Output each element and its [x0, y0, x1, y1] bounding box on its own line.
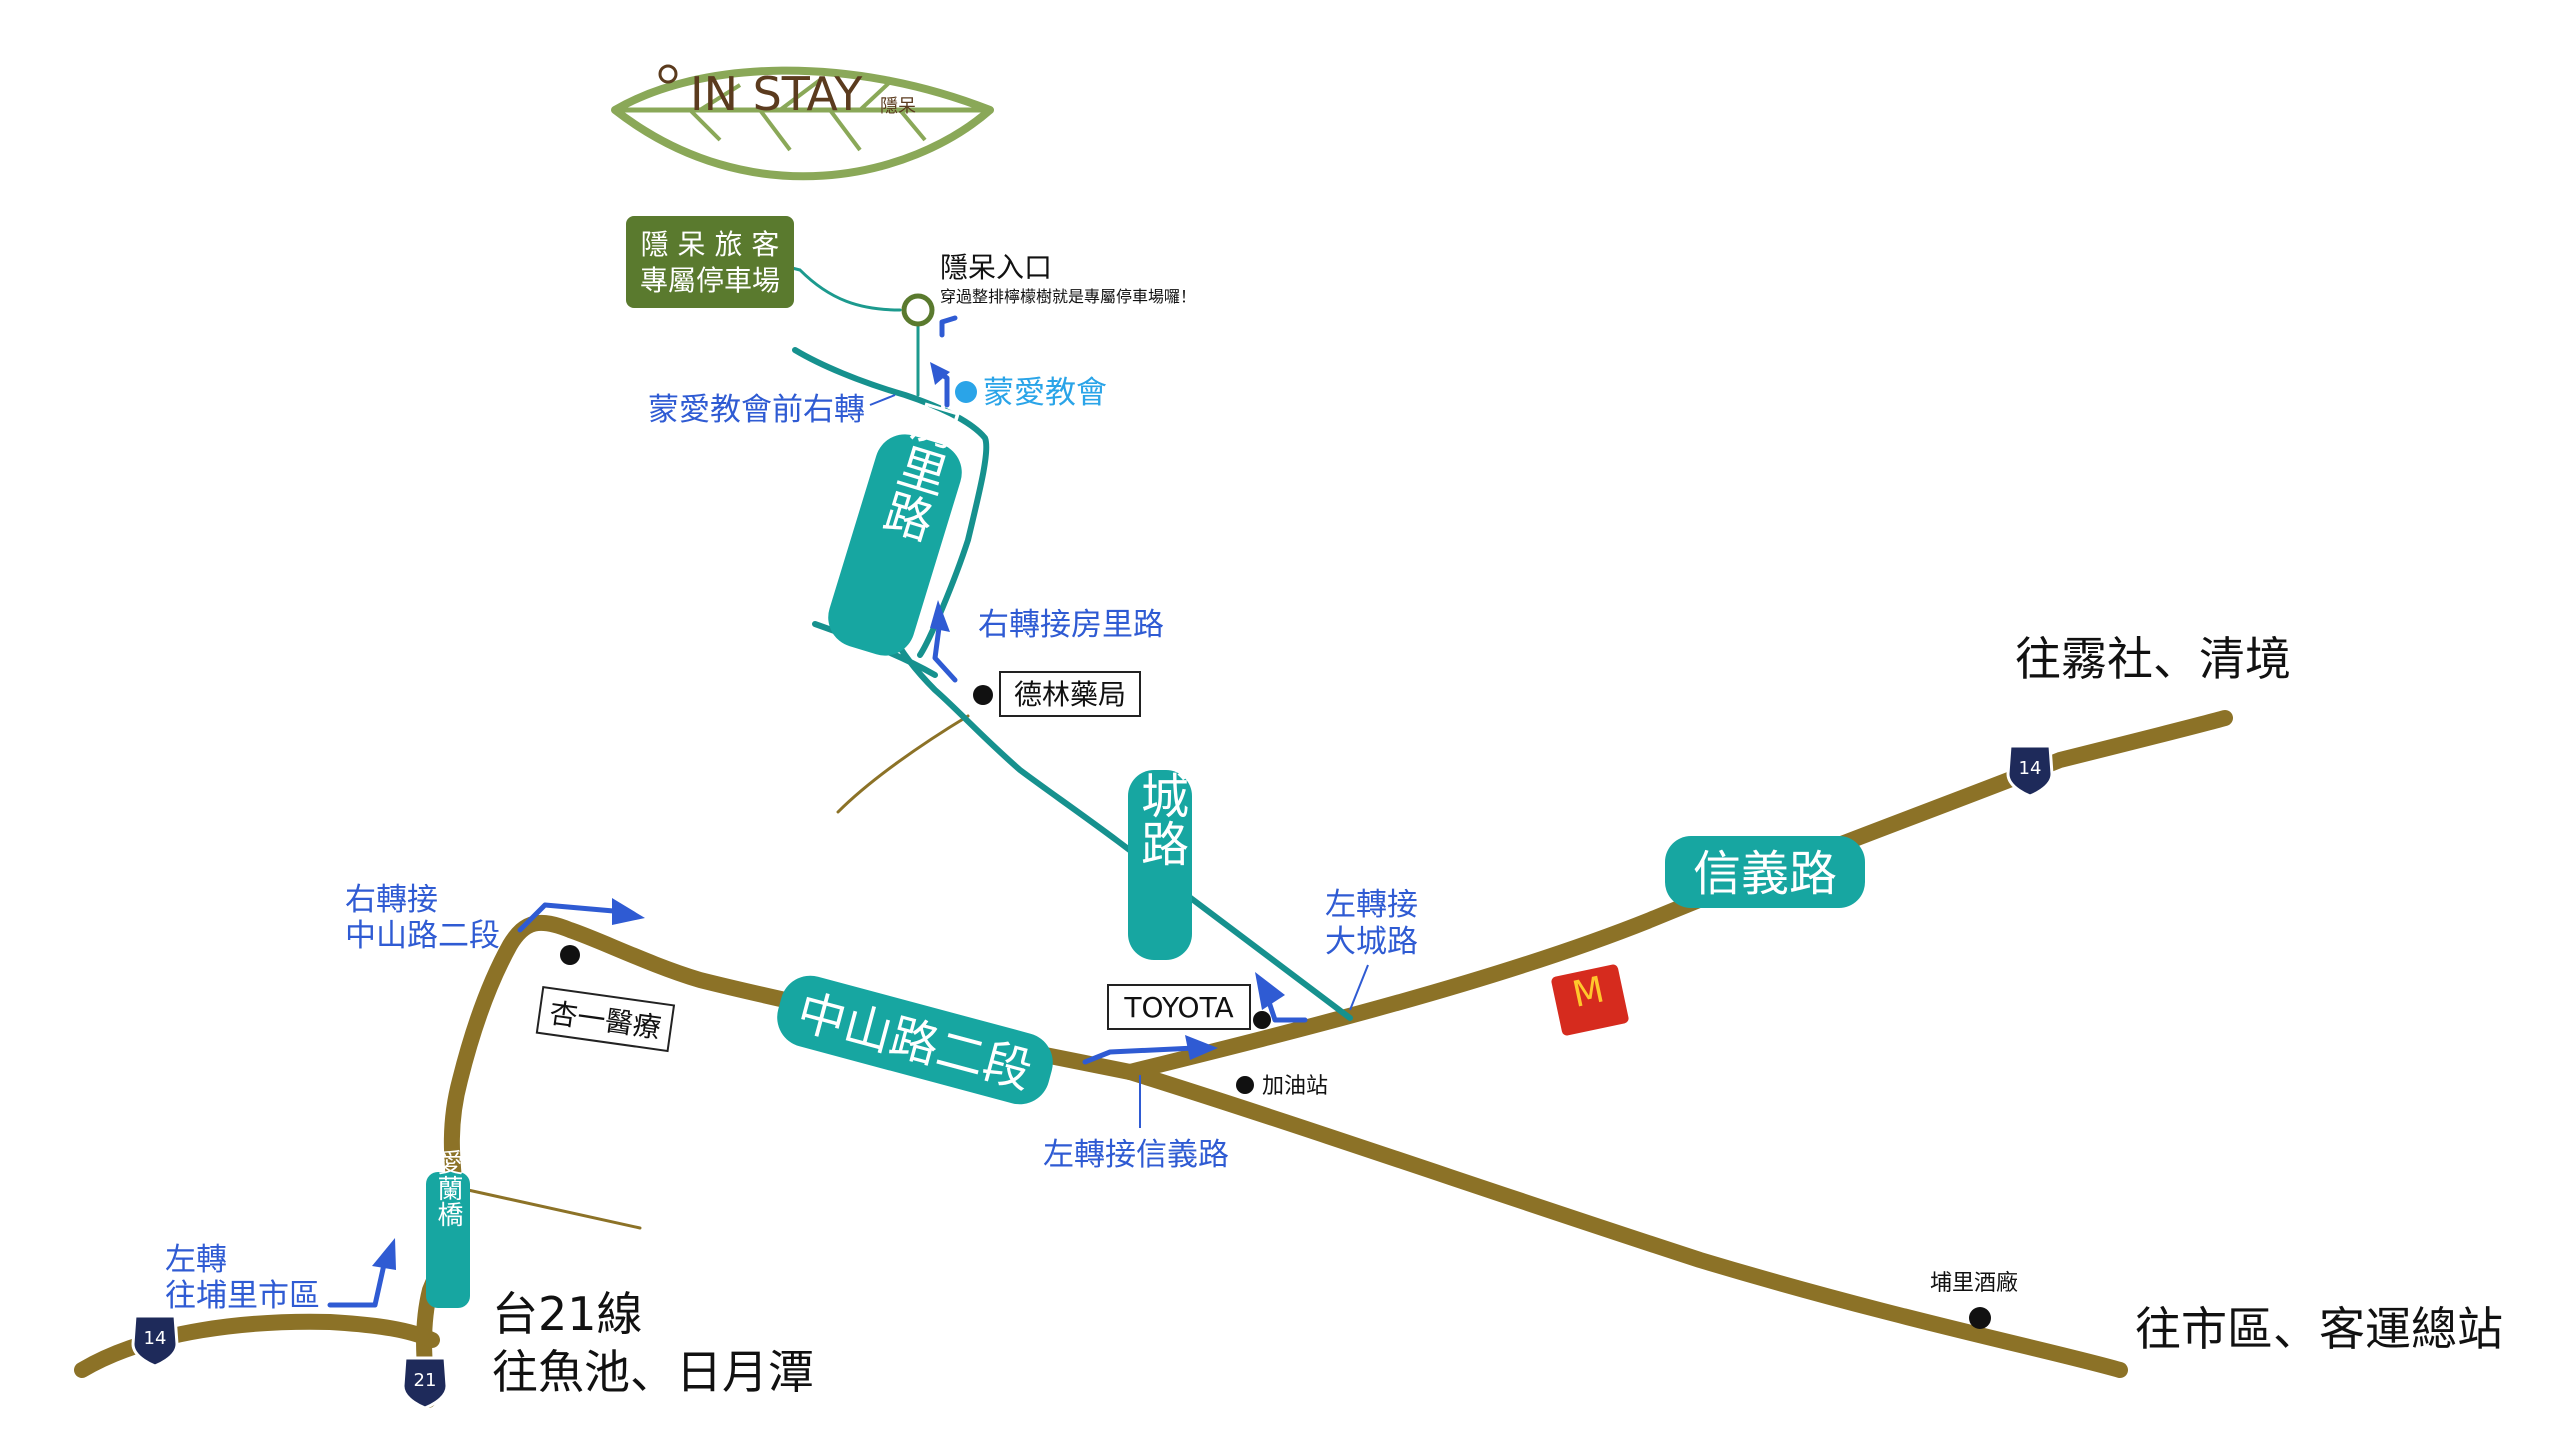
turn-right-arrow-icon	[939, 315, 958, 338]
church: 蒙愛教會 蒙愛教會前右轉	[648, 362, 1107, 428]
gas-station-label: 加油站	[1262, 1074, 1328, 1099]
puli-turn: 左轉 往埔里市區	[165, 1238, 396, 1314]
pharmacy-dot-icon	[973, 685, 993, 705]
clinic-dot-icon	[560, 945, 580, 965]
entrance-note: 穿過整排檸檬樹就是專屬停車場囉！	[940, 287, 1196, 306]
road-labels: 房里路 大城路 中山路二段 信義路 愛蘭橋	[426, 391, 1865, 1308]
shield-route14-left: 14	[131, 1314, 179, 1368]
direction-xinyi-left: 左轉接信義路	[1043, 1137, 1229, 1173]
instay-logo: IN STAY 隱呆	[611, 64, 994, 181]
gas-station: 加油站	[1236, 1074, 1328, 1099]
zhongshan-turn-arrow-icon	[517, 902, 628, 933]
entrance-marker-icon	[901, 293, 935, 327]
gas-station-dot-icon	[1236, 1076, 1254, 1094]
mcdonalds-logo-icon	[1551, 964, 1629, 1036]
xinyi-turn-arrow-icon	[1082, 1045, 1198, 1065]
dacheng-turn: 左轉接 大城路	[1255, 887, 1418, 1023]
parking: 隱 呆 旅 客 專屬停車場	[626, 216, 794, 308]
winery: 埔里酒廠	[1930, 1271, 2018, 1329]
direction-dacheng-left-1: 左轉接	[1325, 887, 1418, 923]
label-dacheng: 大城路	[1132, 723, 1188, 867]
shield-route14-top: 14	[2006, 744, 2054, 798]
direction-puli-left-2: 往埔里市區	[165, 1278, 320, 1314]
destination-yuchi: 往魚池、日月潭	[492, 1345, 814, 1399]
pharmacy-label: 德林藥局	[1014, 678, 1126, 711]
direction-zhongshan-right-1: 右轉接	[345, 882, 438, 918]
winery-dot-icon	[1969, 1307, 1991, 1329]
direction-fangli-right: 右轉接房里路	[978, 607, 1164, 643]
toyota: TOYOTA	[1107, 984, 1271, 1030]
fangli-turn: 右轉接房里路	[930, 600, 1164, 683]
puli-turn-arrow-icon	[327, 1257, 388, 1308]
pharmacy: 德林藥局	[973, 671, 1141, 717]
road-dacheng	[890, 632, 1353, 1021]
destination-route21: 台21線	[492, 1287, 643, 1341]
parking-label-1: 隱 呆 旅 客	[641, 228, 780, 261]
direction-zhongshan-right-2: 中山路二段	[345, 918, 500, 954]
svg-text:21: 21	[414, 1370, 437, 1391]
destination-wushe: 往霧社、清境	[2015, 632, 2291, 686]
lane-to-parking	[790, 266, 902, 312]
fangli-turn-arrow-icon	[932, 617, 958, 683]
destinations: 往霧社、清境 往市區、客運總站 台21線 往魚池、日月潭	[492, 632, 2503, 1399]
svg-text:14: 14	[2019, 758, 2042, 779]
shield-route21: 21	[401, 1356, 449, 1410]
logo-name: IN STAY	[690, 67, 863, 121]
road-to-city	[1122, 1064, 2128, 1378]
road-fangli	[792, 347, 990, 658]
side-street-north	[836, 714, 970, 814]
label-zhongshan: 中山路二段	[791, 984, 1037, 1100]
winery-label: 埔里酒廠	[1930, 1271, 2018, 1296]
parking-sign	[626, 216, 794, 308]
label-xinyi: 信義路	[1693, 846, 1837, 902]
toyota-label: TOYOTA	[1123, 991, 1233, 1024]
parking-label-2: 專屬停車場	[640, 264, 780, 297]
mcdonalds: M	[1551, 964, 1629, 1036]
entrance: 隱呆入口 穿過整排檸檬樹就是專屬停車場囉！	[901, 251, 1196, 338]
church-label: 蒙愛教會	[983, 375, 1107, 411]
route21-shield-icon	[401, 1356, 449, 1410]
direction-church-right: 蒙愛教會前右轉	[648, 392, 865, 428]
route14-shield-icon	[2006, 744, 2054, 798]
label-ailan: 愛蘭橋	[433, 1149, 463, 1227]
svg-text:14: 14	[144, 1328, 167, 1349]
local-roads	[790, 266, 1353, 1021]
church-dot-icon	[955, 381, 977, 403]
direction-puli-left-1: 左轉	[165, 1242, 227, 1278]
route14-shield-icon	[131, 1314, 179, 1368]
entrance-title: 隱呆入口	[940, 251, 1052, 284]
xinyi-turn: 左轉接信義路	[1043, 1035, 1229, 1173]
toyota-dot-icon	[1253, 1011, 1271, 1029]
clinic: 右轉接 中山路二段 杏一醫療	[345, 882, 676, 1053]
destination-city: 往市區、客運總站	[2135, 1302, 2503, 1356]
direction-dacheng-left-2: 大城路	[1325, 924, 1418, 960]
side-street-south	[466, 1188, 642, 1230]
logo-name-zh: 隱呆	[880, 96, 916, 117]
snail-icon	[658, 64, 678, 84]
